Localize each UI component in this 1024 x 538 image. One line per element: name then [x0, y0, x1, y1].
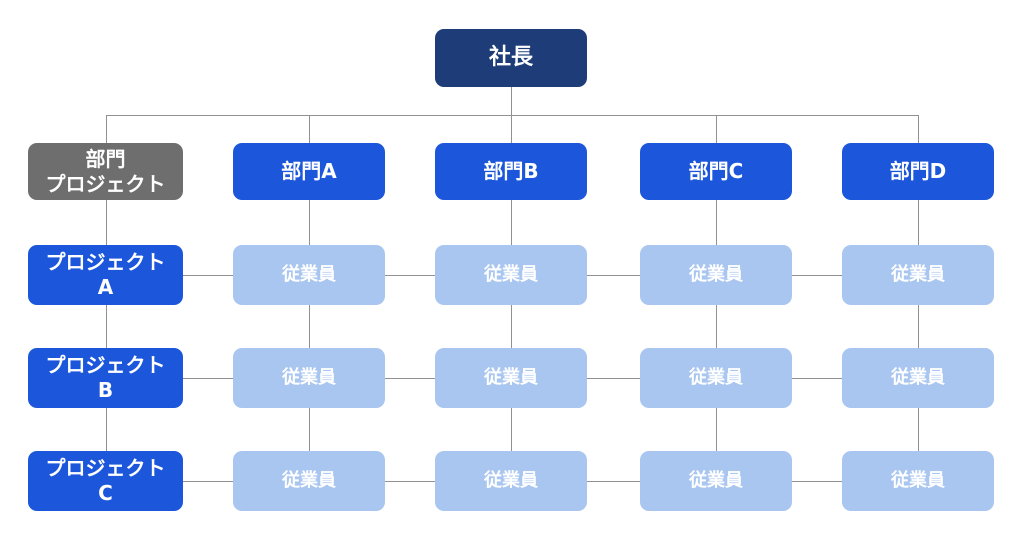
- employee-box-a3: 従業員: [640, 245, 792, 305]
- employee-label: 従業員: [891, 366, 945, 388]
- employee-box-a4: 従業員: [842, 245, 994, 305]
- department-box-a: 部門A: [233, 143, 385, 200]
- employee-box-c4: 従業員: [842, 451, 994, 511]
- employee-box-c3: 従業員: [640, 451, 792, 511]
- employee-box-c2: 従業員: [435, 451, 587, 511]
- department-box-c: 部門C: [640, 143, 792, 200]
- employee-label: 従業員: [484, 263, 538, 285]
- employee-label: 従業員: [282, 366, 336, 388]
- employee-label: 従業員: [689, 263, 743, 285]
- employee-box-b4: 従業員: [842, 348, 994, 408]
- project-box-b: プロジェクト B: [28, 348, 183, 408]
- employee-box-a1: 従業員: [233, 245, 385, 305]
- employee-box-a2: 従業員: [435, 245, 587, 305]
- project-label-c-line2: C: [98, 481, 113, 505]
- employee-label: 従業員: [891, 469, 945, 491]
- department-label-a: 部門A: [281, 159, 337, 183]
- employee-label: 従業員: [891, 263, 945, 285]
- project-box-a: プロジェクト A: [28, 245, 183, 305]
- department-box-d: 部門D: [842, 143, 994, 200]
- employee-label: 従業員: [484, 366, 538, 388]
- employee-label: 従業員: [689, 366, 743, 388]
- employee-label: 従業員: [484, 469, 538, 491]
- department-label-d: 部門D: [889, 159, 947, 183]
- project-label-b-line1: プロジェクト: [45, 353, 166, 377]
- project-label-b-line2: B: [97, 378, 114, 402]
- president-box: 社長: [435, 29, 587, 87]
- employee-box-c1: 従業員: [233, 451, 385, 511]
- employee-label: 従業員: [689, 469, 743, 491]
- employee-box-b2: 従業員: [435, 348, 587, 408]
- president-label: 社長: [488, 45, 533, 71]
- matrix-header-box: 部門 プロジェクト: [28, 143, 183, 200]
- employee-label: 従業員: [282, 263, 336, 285]
- matrix-header-label-line2: プロジェクト: [45, 171, 166, 196]
- project-label-a-line1: プロジェクト: [45, 250, 166, 274]
- department-label-c: 部門C: [688, 159, 744, 183]
- employee-box-b3: 従業員: [640, 348, 792, 408]
- project-label-a-line2: A: [97, 275, 114, 299]
- project-box-c: プロジェクト C: [28, 451, 183, 511]
- project-label-c-line1: プロジェクト: [45, 456, 166, 480]
- employee-box-b1: 従業員: [233, 348, 385, 408]
- connector-line-top-horizontal: [106, 115, 918, 116]
- matrix-header-label-line1: 部門: [85, 146, 126, 171]
- department-label-b: 部門B: [483, 159, 539, 183]
- employee-label: 従業員: [282, 469, 336, 491]
- department-box-b: 部門B: [435, 143, 587, 200]
